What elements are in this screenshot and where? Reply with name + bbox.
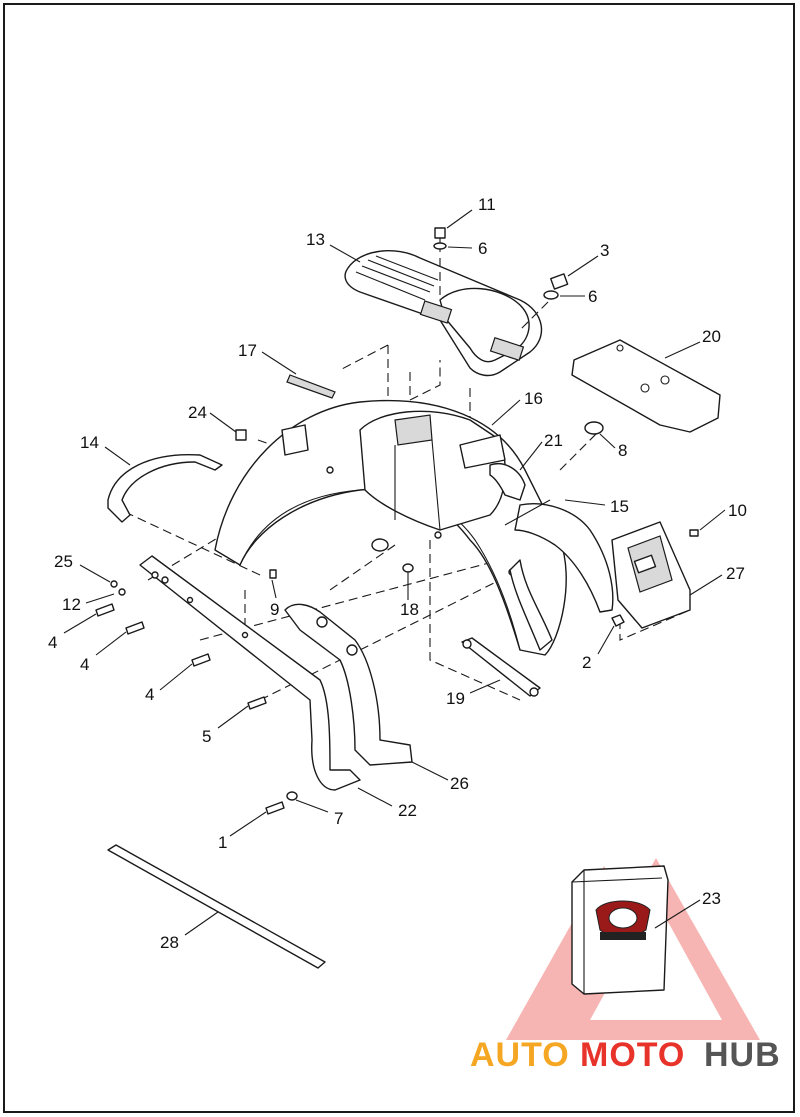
fender-pad	[571, 339, 721, 433]
rack-bolt	[543, 273, 569, 300]
fender-rail	[107, 453, 223, 523]
callout-1: 1	[218, 833, 227, 852]
callout-27: 27	[726, 564, 745, 583]
callout-8: 8	[618, 441, 627, 460]
side-rail	[139, 555, 361, 791]
callout-19: 19	[446, 689, 465, 708]
genuine-motor-parts-logo	[595, 900, 651, 940]
rack-bracket	[286, 374, 336, 399]
callout-6: 6	[478, 239, 487, 258]
kit-box	[571, 865, 669, 995]
callout-9: 9	[270, 600, 279, 619]
strut-rod	[461, 637, 541, 697]
callout-28: 28	[160, 933, 179, 952]
callout-22: 22	[398, 801, 417, 820]
trim-strip	[107, 844, 326, 969]
callout-5: 5	[202, 727, 211, 746]
leader-lines	[63, 209, 726, 936]
callout-10: 10	[728, 501, 747, 520]
tail-mount	[504, 499, 614, 613]
callout-12: 12	[62, 595, 81, 614]
watermark-brand: AUTO MOTO HUB	[470, 1036, 781, 1074]
callout-6: 6	[588, 287, 597, 306]
nut-2	[611, 614, 625, 627]
grommet-24	[235, 429, 247, 441]
screw-10	[689, 529, 699, 537]
rack-screw	[433, 227, 447, 252]
callout-4: 4	[145, 685, 154, 704]
watermark-hub: HUB	[704, 1036, 781, 1074]
callout-24: 24	[188, 403, 207, 422]
spacer-18	[371, 538, 414, 573]
callout-23: 23	[702, 889, 721, 908]
callout-14: 14	[80, 433, 99, 452]
callout-2: 2	[582, 653, 591, 672]
callout-18: 18	[400, 600, 419, 619]
callout-3: 3	[600, 241, 609, 260]
callout-4: 4	[48, 633, 57, 652]
diagram-frame	[3, 3, 795, 1113]
callout-15: 15	[610, 497, 629, 516]
callout-20: 20	[702, 327, 721, 346]
callout-26: 26	[450, 774, 469, 793]
support-arm	[284, 603, 413, 766]
screws-group	[95, 569, 298, 815]
callout-17: 17	[238, 341, 257, 360]
callout-16: 16	[524, 389, 543, 408]
callout-11: 11	[478, 195, 496, 214]
callout-13: 13	[306, 230, 325, 249]
callout-4: 4	[80, 655, 89, 674]
watermark-auto: AUTO	[470, 1036, 570, 1074]
callout-labels: 11 6 13 3 6 20 17 16 24 8 21 14 15 10 25…	[48, 195, 747, 952]
license-bracket	[611, 521, 691, 629]
callout-21: 21	[544, 431, 563, 450]
rear-fender	[214, 399, 567, 656]
callout-7: 7	[334, 809, 343, 828]
fender-bracket	[489, 463, 526, 501]
plug-8	[584, 421, 604, 435]
watermark-moto: MOTO	[580, 1036, 685, 1074]
luggage-rack	[344, 250, 543, 377]
callout-25: 25	[54, 552, 73, 571]
